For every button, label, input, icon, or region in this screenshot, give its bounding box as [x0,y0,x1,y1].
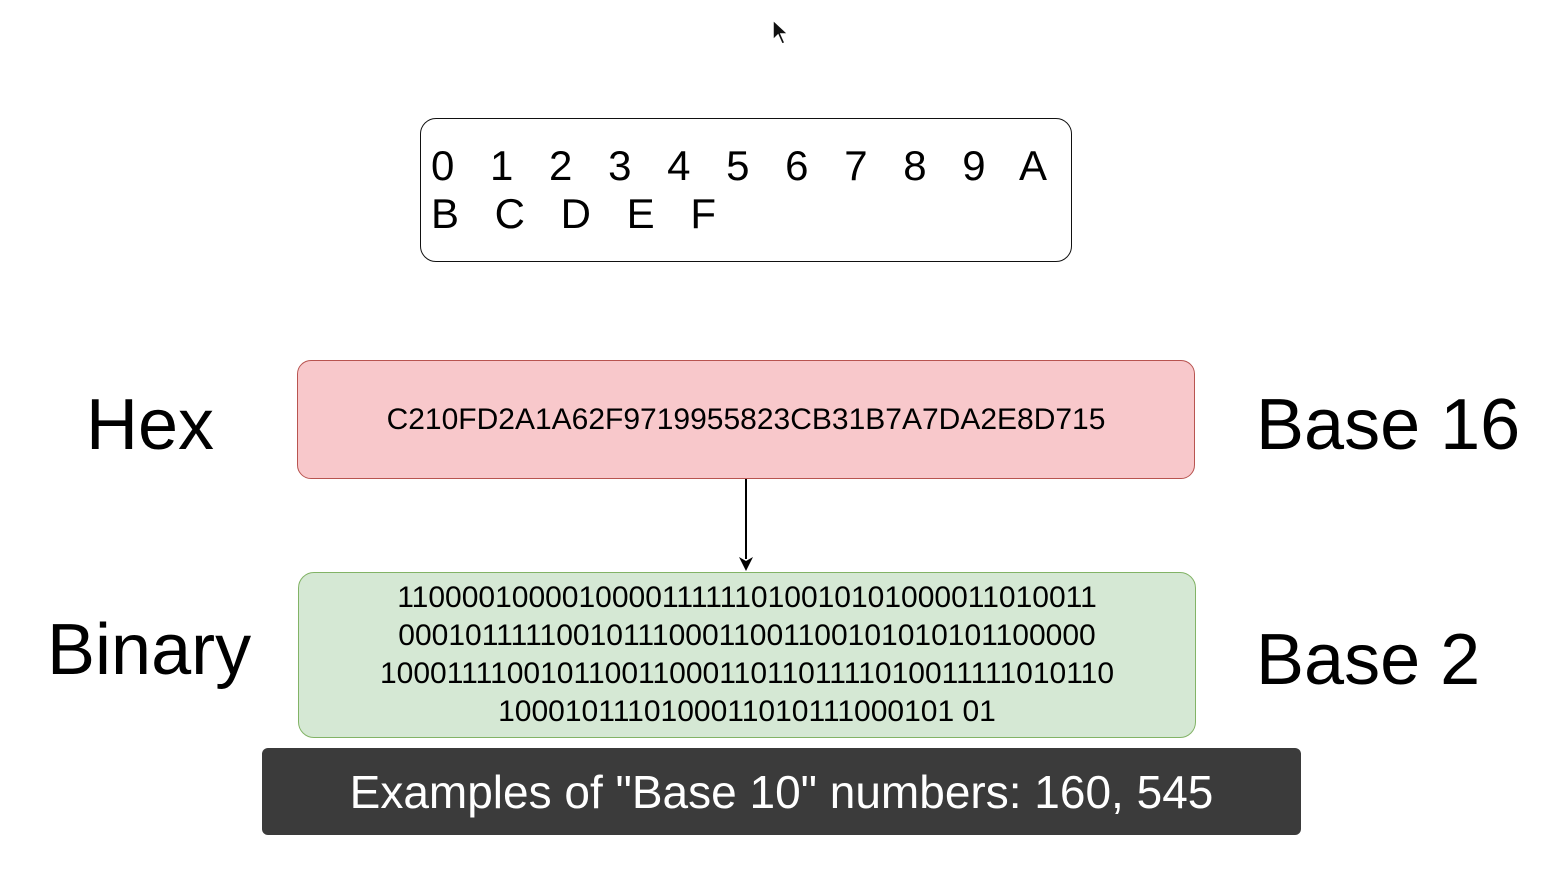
hex-value-text: C210FD2A1A62F9719955823CB31B7A7DA2E8D715 [386,402,1106,436]
hex-digits-text: 0 1 2 3 4 5 6 7 8 9 A B C D E F [431,142,1057,237]
hex-value-box: C210FD2A1A62F9719955823CB31B7A7DA2E8D715 [297,360,1195,479]
base-2-label: Base 2 [1256,620,1481,700]
down-arrow-icon [739,479,753,571]
caption-text: Examples of "Base 10" numbers: 160, 545 [349,765,1214,818]
hex-digits-box: 0 1 2 3 4 5 6 7 8 9 A B C D E F [420,118,1072,262]
hex-label: Hex [86,385,215,465]
binary-line: 1000101110100011010111000101 01 [498,695,996,728]
binary-value-box: 1100001000010000111111010010101000011010… [298,572,1196,738]
binary-label: Binary [47,610,252,690]
mouse-cursor-icon [772,19,790,45]
binary-line: 1100001000010000111111010010101000011010… [397,581,1097,614]
binary-line: 1000111100101100110001101101111010011111… [379,657,1115,690]
caption-bar: Examples of "Base 10" numbers: 160, 545 [262,748,1301,835]
binary-line: 0001011111001011100011001100101010101100… [398,619,1096,652]
base-16-label: Base 16 [1256,385,1521,465]
